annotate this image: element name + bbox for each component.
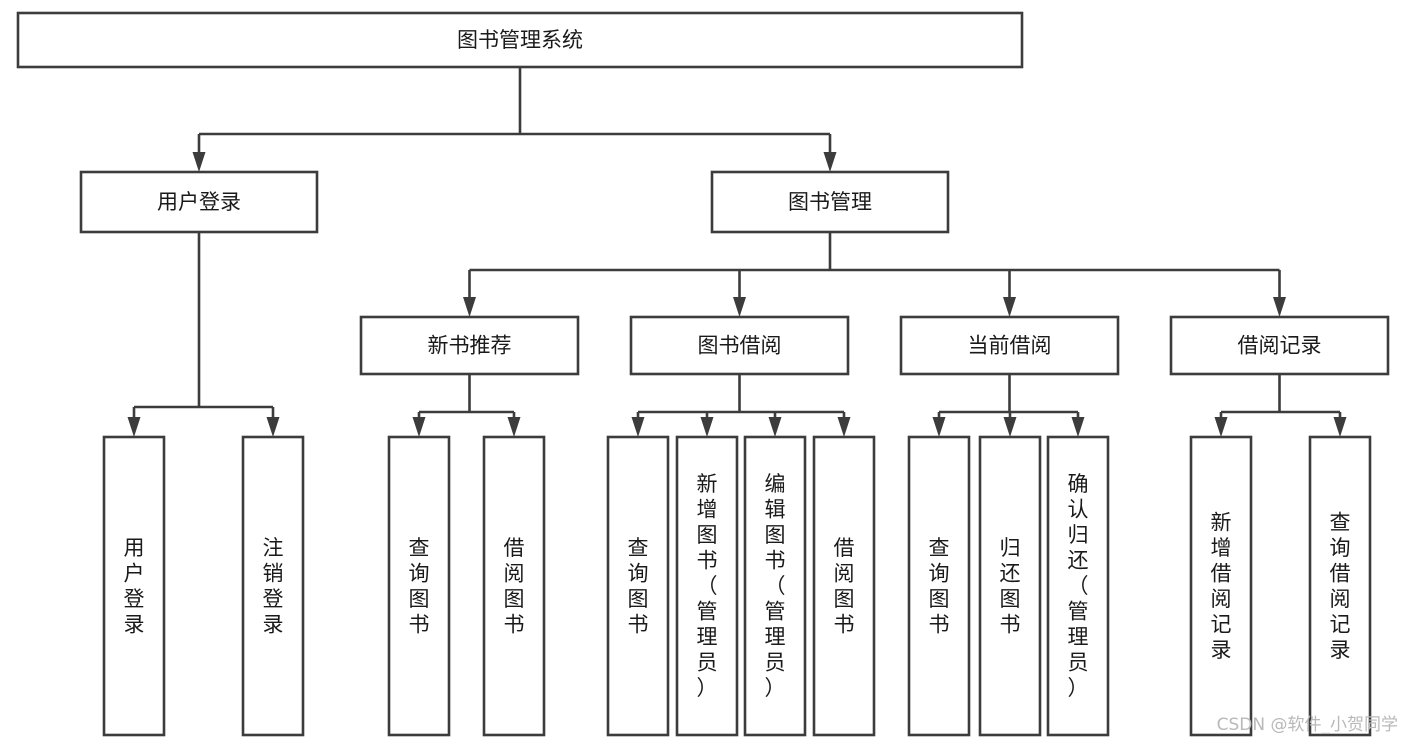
arrowhead-current-borrow <box>1003 297 1016 317</box>
node-leaf-query-book-borrow[interactable]: 查询图书 <box>606 435 670 737</box>
watermark-layer: CSDN @软件_小贺同学 <box>1217 715 1398 735</box>
arrowhead-book-borrow <box>733 297 746 317</box>
node-label-leaf-add-borrow-record: 新增借阅记录 <box>1211 510 1232 662</box>
node-leaf-edit-book-admin[interactable]: 编辑图书（管理员） <box>743 435 807 737</box>
node-label-leaf-return-book: 归还图书 <box>1000 536 1021 637</box>
node-leaf-borrow-book-recommend[interactable]: 借阅图书 <box>482 435 546 737</box>
node-label-book-borrow: 图书借阅 <box>698 334 782 358</box>
arrowhead-leaf-borrow-book <box>837 417 851 437</box>
node-box-leaf-borrow-book-recommend <box>482 435 546 737</box>
node-label-leaf-query-borrow-record: 查询借阅记录 <box>1330 510 1351 662</box>
node-label-root: 图书管理系统 <box>457 28 583 52</box>
node-label-leaf-edit-book-admin: 编辑图书（管理员） <box>765 472 786 700</box>
arrowhead-borrow-record <box>1273 297 1286 317</box>
node-leaf-return-book[interactable]: 归还图书 <box>978 435 1042 737</box>
node-leaf-add-book-admin[interactable]: 新增图书（管理员） <box>675 435 739 737</box>
node-box-leaf-query-book-borrow <box>606 435 670 737</box>
arrowhead-leaf-add-book-admin <box>700 417 714 437</box>
node-book-management[interactable]: 图书管理 <box>710 170 950 234</box>
node-leaf-user-login[interactable]: 用户登录 <box>102 435 166 737</box>
node-label-borrow-record: 借阅记录 <box>1238 334 1322 358</box>
node-label-book-management: 图书管理 <box>788 190 872 214</box>
node-label-leaf-query-book-recommend: 查询图书 <box>409 536 430 637</box>
arrowhead-leaf-return-book <box>1003 417 1017 437</box>
node-book-borrow[interactable]: 图书借阅 <box>629 315 850 376</box>
node-box-borrow-record <box>1169 315 1390 376</box>
node-box-leaf-borrow-book <box>812 435 876 737</box>
node-leaf-query-book-current[interactable]: 查询图书 <box>907 435 971 737</box>
node-box-leaf-return-book <box>978 435 1042 737</box>
arrowhead-leaf-query-borrow-record <box>1333 417 1347 437</box>
arrowhead-leaf-confirm-return-admin <box>1071 417 1085 437</box>
arrowhead-leaf-add-borrow-record <box>1214 417 1228 437</box>
arrowhead-book-management <box>823 152 837 172</box>
node-box-leaf-add-borrow-record <box>1189 435 1253 737</box>
node-label-leaf-query-book-current: 查询图书 <box>929 536 950 637</box>
node-box-leaf-logout <box>241 435 305 737</box>
arrowhead-leaf-query-book-current <box>932 417 946 437</box>
node-box-user-login <box>79 170 319 234</box>
node-box-new-book-recommend <box>359 315 580 376</box>
node-box-leaf-query-borrow-record <box>1308 435 1372 737</box>
node-label-current-borrow: 当前借阅 <box>968 334 1052 358</box>
arrowhead-leaf-edit-book-admin <box>768 417 782 437</box>
node-box-book-borrow <box>629 315 850 376</box>
arrowhead-new-book-recommend <box>463 297 476 317</box>
node-label-user-login: 用户登录 <box>157 190 241 214</box>
node-label-leaf-query-book-borrow: 查询图书 <box>628 536 649 637</box>
node-leaf-borrow-book[interactable]: 借阅图书 <box>812 435 876 737</box>
node-label-new-book-recommend: 新书推荐 <box>428 334 512 358</box>
node-layer: 图书管理系统用户登录图书管理新书推荐图书借阅当前借阅借阅记录用户登录注销登录查询… <box>16 11 1390 737</box>
csdn-watermark: CSDN @软件_小贺同学 <box>1217 715 1398 735</box>
node-label-leaf-add-book-admin: 新增图书（管理员） <box>697 472 718 700</box>
node-leaf-logout[interactable]: 注销登录 <box>241 435 305 737</box>
connector-layer <box>127 67 1347 437</box>
node-leaf-query-book-recommend[interactable]: 查询图书 <box>387 435 451 737</box>
node-label-leaf-confirm-return-admin: 确认归还（管理员） <box>1068 472 1089 700</box>
node-box-leaf-edit-book-admin <box>743 435 807 737</box>
arrowhead-leaf-logout <box>266 417 280 437</box>
node-root[interactable]: 图书管理系统 <box>16 11 1024 69</box>
node-label-leaf-user-login: 用户登录 <box>124 536 145 637</box>
node-label-leaf-borrow-book-recommend: 借阅图书 <box>504 536 525 637</box>
node-borrow-record[interactable]: 借阅记录 <box>1169 315 1390 376</box>
node-box-leaf-confirm-return-admin <box>1046 435 1110 737</box>
node-leaf-confirm-return-admin[interactable]: 确认归还（管理员） <box>1046 435 1110 737</box>
node-new-book-recommend[interactable]: 新书推荐 <box>359 315 580 376</box>
node-box-leaf-user-login <box>102 435 166 737</box>
node-leaf-query-borrow-record[interactable]: 查询借阅记录 <box>1308 435 1372 737</box>
node-label-leaf-borrow-book: 借阅图书 <box>834 536 855 637</box>
node-box-current-borrow <box>899 315 1120 376</box>
node-box-leaf-query-book-recommend <box>387 435 451 737</box>
node-leaf-add-borrow-record[interactable]: 新增借阅记录 <box>1189 435 1253 737</box>
arrowhead-leaf-user-login <box>127 417 141 437</box>
arrowhead-user-login <box>192 152 206 172</box>
arrowhead-leaf-query-book-recommend <box>412 417 426 437</box>
arrowhead-leaf-borrow-book-recommend <box>507 417 521 437</box>
node-user-login[interactable]: 用户登录 <box>79 170 319 234</box>
node-box-book-management <box>710 170 950 234</box>
node-box-root <box>16 11 1024 69</box>
node-box-leaf-add-book-admin <box>675 435 739 737</box>
arrowhead-leaf-query-book-borrow <box>631 417 645 437</box>
node-box-leaf-query-book-current <box>907 435 971 737</box>
node-label-leaf-logout: 注销登录 <box>263 536 284 637</box>
node-current-borrow[interactable]: 当前借阅 <box>899 315 1120 376</box>
